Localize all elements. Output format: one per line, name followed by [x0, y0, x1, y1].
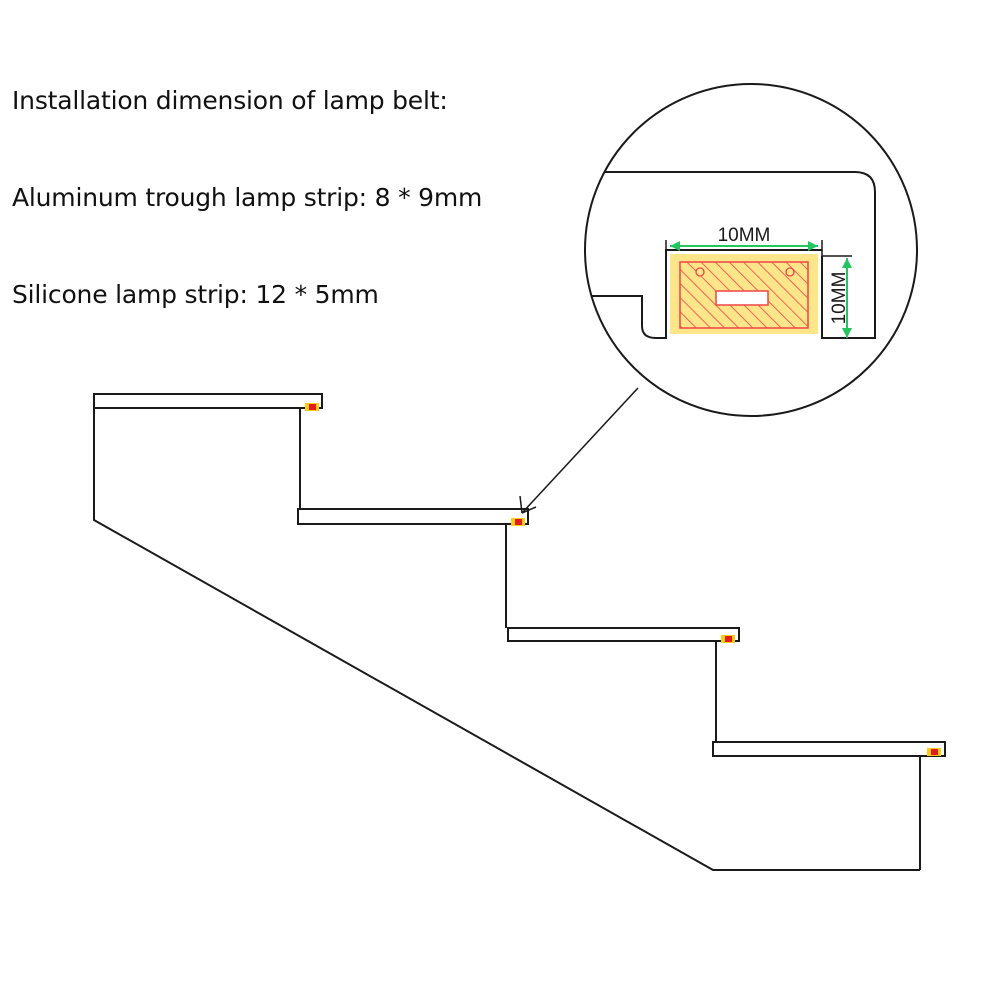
staircase-outline — [93, 393, 946, 871]
detail-magnifier: 10MM 10MM — [584, 83, 918, 417]
height-dimension — [842, 258, 852, 338]
led-markers — [305, 403, 941, 756]
step-4 — [712, 741, 946, 870]
stringer — [93, 408, 920, 871]
led-marker-4 — [927, 748, 941, 756]
detail-step-profile — [585, 171, 876, 339]
aluminum-spec-text: Aluminum trough lamp strip: 8 * 9mm — [12, 183, 483, 212]
led-marker-2 — [511, 518, 525, 526]
heading-text: Installation dimension of lamp belt: — [12, 86, 448, 115]
step-3 — [507, 627, 740, 742]
step-2 — [297, 508, 529, 628]
width-dimension — [670, 241, 818, 251]
leader-line — [519, 387, 639, 514]
silicone-spec-text: Silicone lamp strip: 12 * 5mm — [12, 280, 379, 309]
width-label: 10MM — [718, 225, 771, 246]
led-marker-1 — [305, 403, 319, 411]
height-label: 10MM — [829, 272, 850, 325]
step-1 — [93, 393, 323, 509]
led-marker-3 — [721, 635, 735, 643]
detail-groove — [665, 250, 823, 338]
